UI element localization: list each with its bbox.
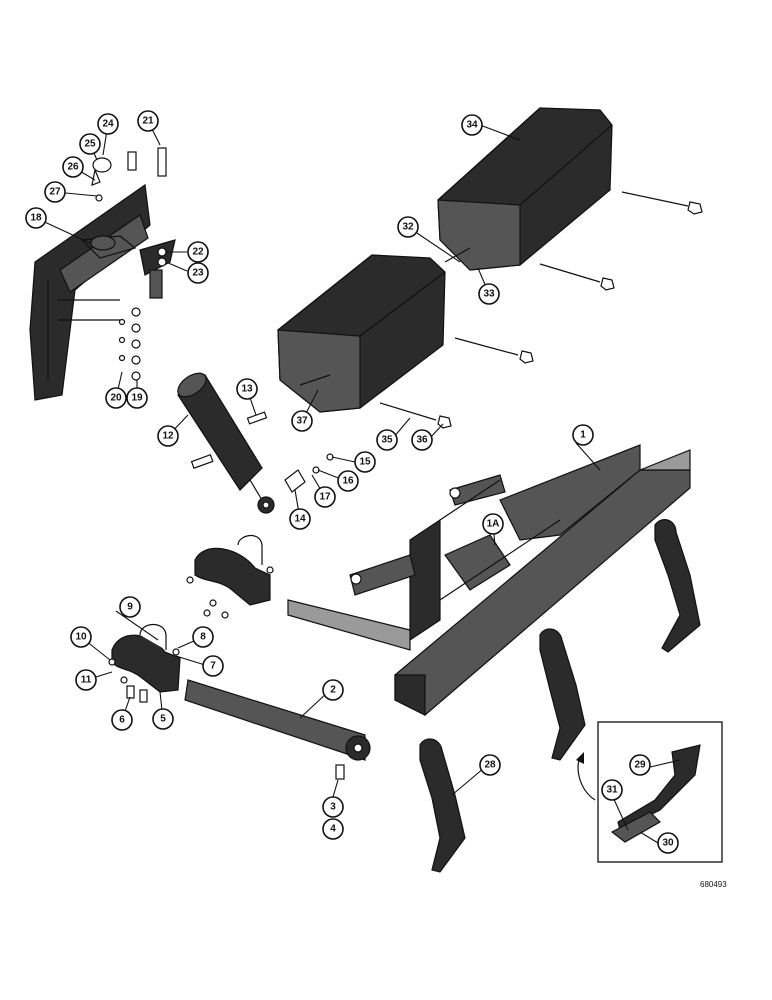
callout-24: 24 — [97, 113, 119, 135]
callout-4: 4 — [322, 818, 344, 840]
callout-28: 28 — [479, 754, 501, 776]
svg-text:34: 34 — [466, 120, 478, 131]
callout-18: 18 — [25, 207, 47, 229]
svg-text:20: 20 — [110, 393, 122, 404]
link-bar — [184, 679, 371, 780]
callout-31: 31 — [601, 779, 623, 801]
callout-2: 2 — [322, 679, 344, 701]
svg-text:26: 26 — [67, 162, 79, 173]
mounting-bracket — [29, 183, 176, 401]
callout-37: 37 — [291, 410, 313, 432]
svg-text:28: 28 — [484, 760, 496, 771]
callout-12: 12 — [157, 425, 179, 447]
svg-text:29: 29 — [634, 760, 646, 771]
callout-10: 10 — [70, 626, 92, 648]
svg-text:35: 35 — [381, 435, 393, 446]
callout-30: 30 — [657, 832, 679, 854]
svg-text:5: 5 — [160, 714, 166, 725]
svg-text:30: 30 — [662, 838, 674, 849]
svg-text:10: 10 — [75, 632, 87, 643]
svg-text:23: 23 — [192, 268, 204, 279]
callout-9: 9 — [119, 596, 141, 618]
svg-text:8: 8 — [200, 632, 206, 643]
callout-27: 27 — [44, 181, 66, 203]
callout-35: 35 — [376, 429, 398, 451]
svg-text:17: 17 — [319, 492, 331, 503]
callout-32: 32 — [397, 216, 419, 238]
svg-text:37: 37 — [296, 416, 308, 427]
front-weight-box — [277, 254, 446, 413]
svg-text:31: 31 — [606, 785, 618, 796]
svg-text:3: 3 — [330, 802, 336, 813]
svg-text:15: 15 — [359, 457, 371, 468]
svg-text:24: 24 — [102, 119, 114, 130]
callout-1a: 1A — [482, 513, 504, 535]
weight-tie-rods — [299, 191, 703, 429]
svg-text:14: 14 — [294, 514, 306, 525]
svg-text:4: 4 — [330, 824, 336, 835]
rear-weight-box — [437, 107, 613, 271]
bracket-bolts — [91, 147, 167, 381]
svg-text:13: 13 — [241, 384, 253, 395]
callout-8: 8 — [192, 626, 214, 648]
callout-13: 13 — [236, 378, 258, 400]
svg-text:36: 36 — [416, 435, 428, 446]
svg-text:32: 32 — [402, 222, 414, 233]
callout-19: 19 — [126, 387, 148, 409]
svg-text:1: 1 — [580, 430, 586, 441]
svg-text:1A: 1A — [487, 519, 500, 530]
svg-text:11: 11 — [81, 675, 92, 686]
callout-17: 17 — [314, 486, 336, 508]
svg-text:19: 19 — [131, 393, 143, 404]
callout-11: 11 — [75, 669, 97, 691]
callout-23: 23 — [187, 262, 209, 284]
callout-21: 21 — [137, 110, 159, 132]
svg-text:25: 25 — [84, 139, 96, 150]
svg-text:9: 9 — [127, 602, 133, 613]
upper-clamp — [186, 535, 274, 619]
shank-lower — [419, 738, 466, 873]
svg-text:2: 2 — [330, 685, 336, 696]
svg-text:21: 21 — [142, 116, 154, 127]
svg-text:12: 12 — [162, 431, 174, 442]
lower-clamp — [108, 623, 181, 703]
callout-20: 20 — [105, 387, 127, 409]
callout-16: 16 — [337, 470, 359, 492]
svg-text:33: 33 — [483, 289, 495, 300]
svg-text:6: 6 — [119, 715, 125, 726]
callout-34: 34 — [461, 114, 483, 136]
callout-5: 5 — [152, 708, 174, 730]
callout-7: 7 — [202, 655, 224, 677]
main-frame — [287, 444, 691, 716]
callout-1: 1 — [572, 424, 594, 446]
callout-29: 29 — [629, 754, 651, 776]
callout-26: 26 — [62, 156, 84, 178]
shank-middle — [539, 628, 586, 761]
detail-inset — [576, 721, 723, 863]
callout-6: 6 — [111, 709, 133, 731]
svg-text:22: 22 — [192, 247, 204, 258]
shank-right — [654, 519, 701, 653]
svg-text:18: 18 — [30, 213, 42, 224]
callout-22: 22 — [187, 241, 209, 263]
callout-33: 33 — [478, 283, 500, 305]
hydraulic-cylinder — [177, 372, 334, 514]
callout-15: 15 — [354, 451, 376, 473]
callout-3: 3 — [322, 796, 344, 818]
svg-text:7: 7 — [210, 661, 216, 672]
reference-code: 680493 — [700, 880, 727, 889]
callout-25: 25 — [79, 133, 101, 155]
callout-14: 14 — [289, 508, 311, 530]
svg-text:16: 16 — [342, 476, 354, 487]
callout-36: 36 — [411, 429, 433, 451]
svg-text:27: 27 — [49, 187, 61, 198]
